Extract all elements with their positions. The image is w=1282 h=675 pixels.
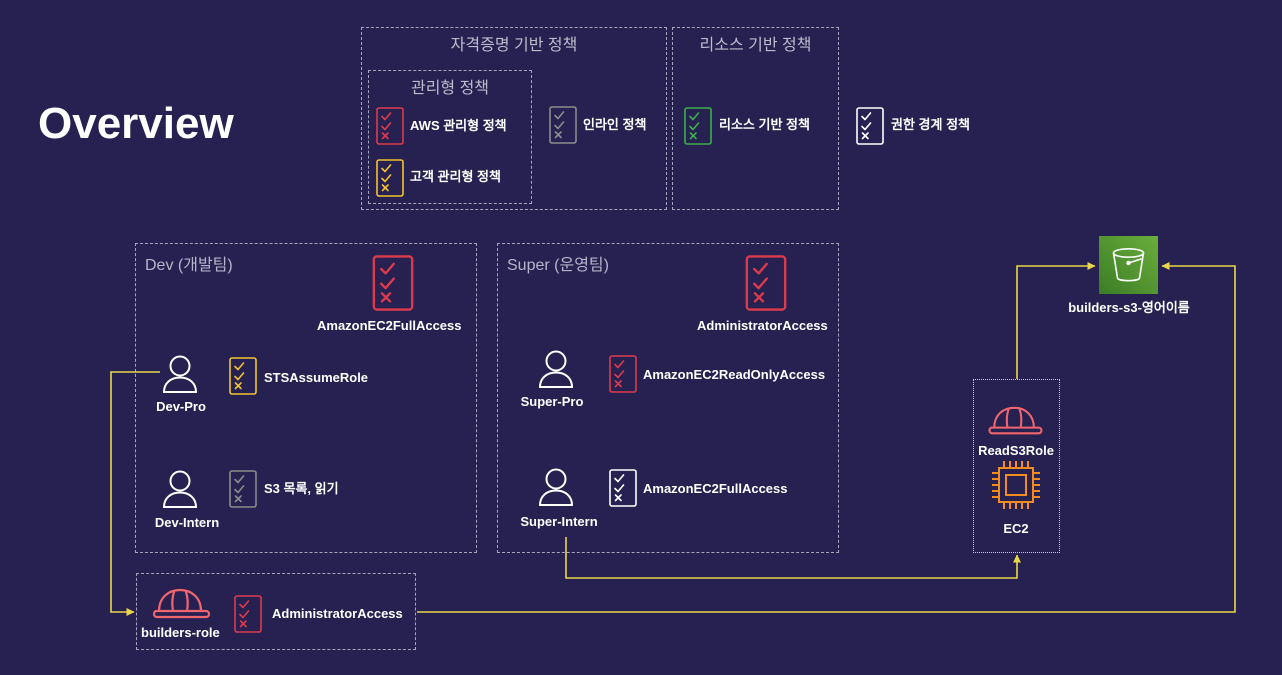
- user-policy-label: AmazonEC2FullAccess: [643, 481, 788, 496]
- legend-identity-based-title: 자격증명 기반 정책: [450, 37, 578, 54]
- checklist-icon: [229, 357, 257, 395]
- s3-bucket-icon: [1099, 236, 1158, 294]
- user-icon: [162, 355, 198, 393]
- checklist-icon: [609, 469, 637, 507]
- legend-resource-based-title: 리소스 기반 정책: [699, 37, 812, 54]
- hard-hat-icon: [152, 586, 210, 622]
- checklist-icon: [684, 107, 712, 145]
- checklist-icon: [376, 159, 404, 197]
- user-policy-label: S3 목록, 읽기: [264, 481, 339, 496]
- page-title: Overview: [38, 99, 234, 148]
- checklist-icon: [549, 106, 577, 144]
- user-name-label: Super-Pro: [520, 394, 584, 409]
- checklist-icon: [609, 355, 637, 393]
- legend-inline-label: 인라인 정책: [583, 117, 647, 132]
- ec2-chip-icon: [990, 459, 1042, 511]
- legend-resource-based-box: [672, 27, 839, 210]
- s3-bucket-label: builders-s3-영어이름: [1068, 300, 1190, 315]
- checklist-icon: [376, 107, 404, 145]
- user-policy-label: AmazonEC2ReadOnlyAccess: [643, 367, 826, 382]
- role-policy-label: AdministratorAccess: [272, 606, 403, 621]
- user-name-label: Dev-Intern: [154, 515, 220, 530]
- connector-arrow: [1016, 262, 1096, 379]
- group-dev-policy-label: AmazonEC2FullAccess: [317, 318, 462, 333]
- user-icon: [162, 470, 198, 508]
- legend-resource-based-label: 리소스 기반 정책: [719, 117, 810, 132]
- legend-customer-managed-label: 고객 관리형 정책: [410, 169, 501, 184]
- user-icon: [538, 468, 574, 506]
- legend-managed-title: 관리형 정책: [410, 80, 490, 97]
- checklist-icon: [371, 255, 415, 311]
- legend-identity-based-box: [361, 27, 667, 210]
- checklist-icon: [856, 107, 884, 145]
- checklist-icon: [229, 470, 257, 508]
- hard-hat-icon: [986, 404, 1044, 438]
- ec2-label: EC2: [1003, 521, 1029, 536]
- user-policy-label: STSAssumeRole: [264, 370, 369, 385]
- group-dev-label: Dev (개발팀): [145, 257, 233, 274]
- checklist-icon: [744, 255, 788, 311]
- role-name-label: builders-role: [141, 625, 220, 640]
- group-super-label: Super (운영팀): [507, 257, 609, 274]
- user-icon: [538, 350, 574, 388]
- checklist-icon: [234, 595, 262, 633]
- ec2-role-label: ReadS3Role: [978, 443, 1054, 458]
- group-super-policy-label: AdministratorAccess: [697, 318, 828, 333]
- legend-boundary-label: 권한 경계 정책: [891, 117, 970, 132]
- legend-managed-box: [368, 70, 532, 204]
- legend-aws-managed-label: AWS 관리형 정책: [410, 118, 507, 133]
- user-name-label: Super-Intern: [520, 514, 598, 529]
- user-name-label: Dev-Pro: [156, 399, 206, 414]
